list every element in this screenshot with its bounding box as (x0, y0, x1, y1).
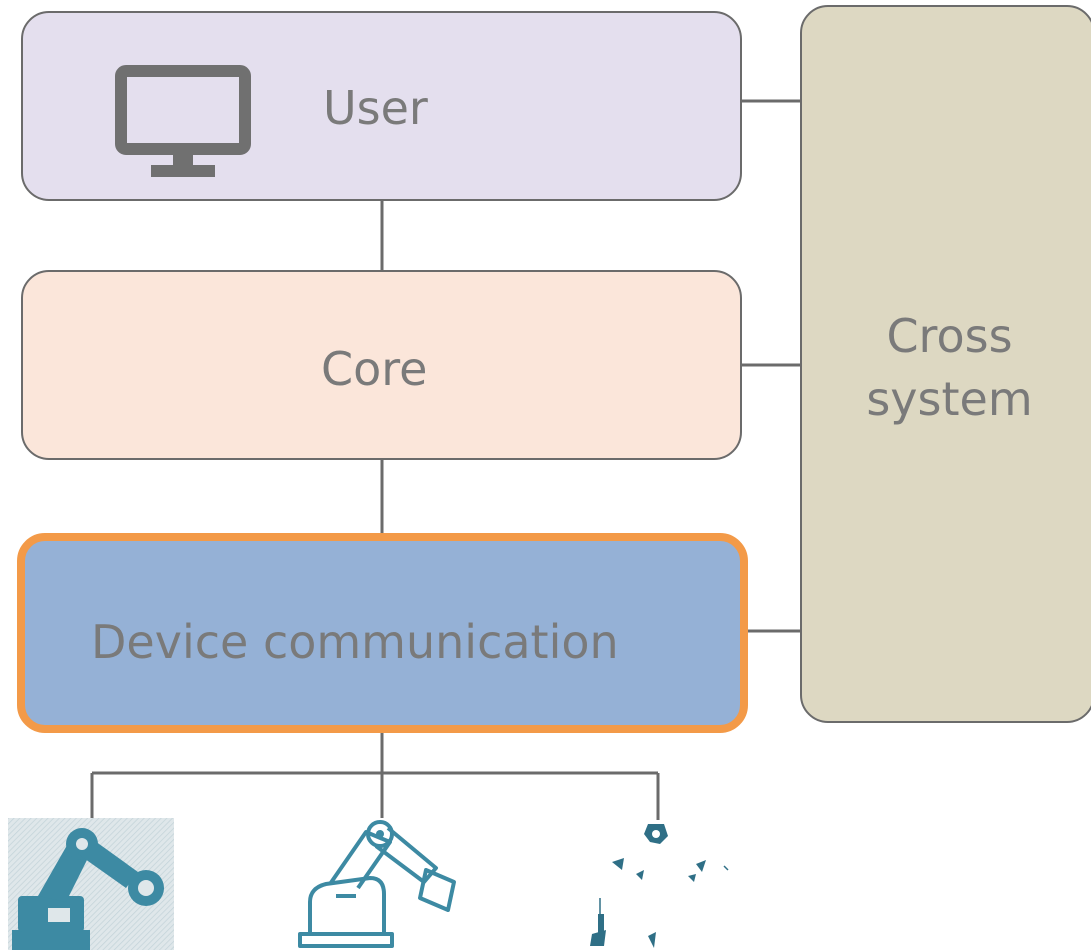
device-layer-label: Device communication (91, 615, 619, 669)
core-layer: Core (21, 270, 742, 697)
core-layer-label: Core (321, 342, 428, 396)
user-layer: User (21, 11, 742, 201)
robot-arm-outline-icon (298, 820, 456, 948)
industrial-robot-arm-icon (8, 818, 174, 950)
cross-layer-label: Cross system (866, 309, 1033, 426)
device-communication-layer: Device communication (17, 533, 748, 733)
monitor-icon (115, 65, 251, 177)
robot-arm-sketch-icon (590, 824, 729, 948)
user-layer-label: User (323, 81, 428, 135)
cross-system-layer: Cross system (800, 5, 1091, 723)
